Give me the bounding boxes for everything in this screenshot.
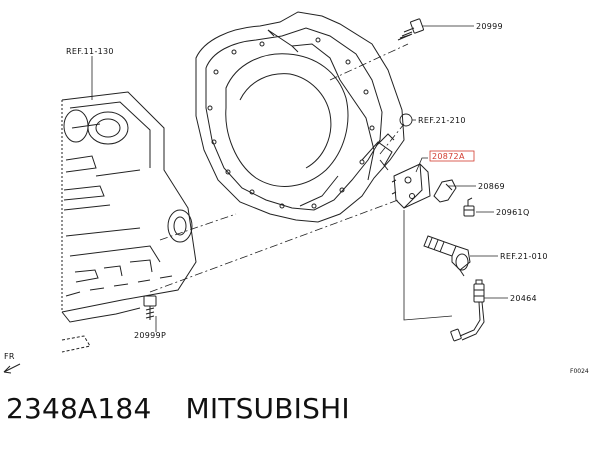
highlight-box <box>429 150 475 162</box>
clip-20869 <box>433 179 457 203</box>
part-label-20872a: 20872A <box>432 152 465 161</box>
harness-20464 <box>450 279 485 342</box>
caption-brand: MITSUBISHI <box>185 392 350 425</box>
part-label-20961q: 20961Q <box>496 208 530 217</box>
ref-circle-marker <box>399 113 413 127</box>
front-arrow-icon <box>3 363 21 374</box>
part-label-20464: 20464 <box>510 294 537 303</box>
bolt-20999p <box>143 295 157 320</box>
ref-label-21-210: REF.21-210 <box>418 116 466 125</box>
alignment-lines <box>149 43 409 293</box>
bell-housing <box>195 11 405 223</box>
speed-sensor <box>423 235 471 277</box>
caption: 2348A184 MITSUBISHI <box>6 392 350 425</box>
bolt-20961q <box>463 197 475 217</box>
part-label-20999: 20999 <box>476 22 503 31</box>
caption-part-number: 2348A184 <box>6 392 152 425</box>
part-label-20869: 20869 <box>478 182 505 191</box>
engine-block <box>61 91 197 353</box>
ref-label-11-130: REF.11-130 <box>66 47 114 56</box>
front-marker-label: FR <box>4 352 15 361</box>
bolt-20999 <box>397 18 424 41</box>
part-label-20999p: 20999P <box>134 331 166 340</box>
sensor-bracket-20872a <box>391 163 431 209</box>
leader-lines <box>91 25 508 332</box>
figure-code: F0024 <box>570 368 589 375</box>
ref-label-21-010: REF.21-010 <box>500 252 548 261</box>
